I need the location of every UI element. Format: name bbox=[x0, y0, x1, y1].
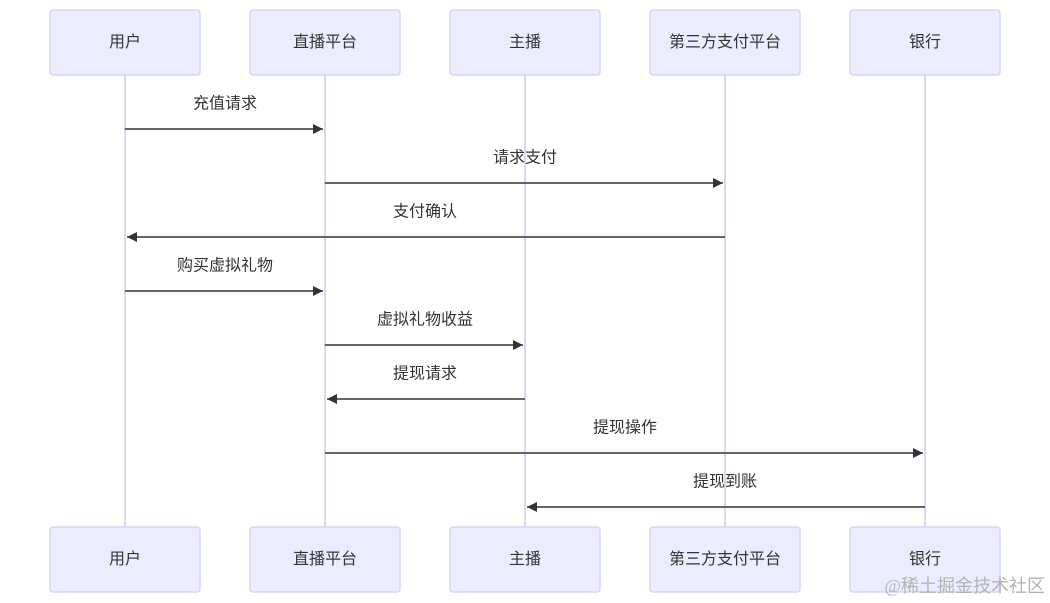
message: 支付确认 bbox=[127, 203, 725, 242]
lifelines bbox=[124, 75, 926, 527]
participant-rect bbox=[249, 9, 401, 76]
participant-rect bbox=[849, 526, 1001, 593]
message-label: 充值请求 bbox=[193, 95, 257, 113]
message: 虚拟礼物收益 bbox=[325, 311, 523, 350]
participant-label: 第三方支付平台 bbox=[669, 33, 781, 51]
participant-box-bottom: 主播 bbox=[449, 526, 601, 593]
participant-box-top: 主播 bbox=[449, 9, 601, 76]
participant-label: 第三方支付平台 bbox=[669, 550, 781, 568]
message: 请求支付 bbox=[325, 149, 723, 188]
message-label: 虚拟礼物收益 bbox=[377, 311, 473, 329]
participant-box-bottom: 直播平台 bbox=[249, 526, 401, 593]
message-label: 提现到账 bbox=[693, 473, 757, 491]
participant-rect bbox=[449, 526, 601, 593]
participant-box-bottom: 第三方支付平台 bbox=[649, 526, 801, 593]
participant-rect bbox=[849, 9, 1001, 76]
participant-rect bbox=[49, 9, 201, 76]
participant-rect bbox=[49, 526, 201, 593]
participant-box-bottom: 用户 bbox=[49, 526, 201, 593]
participant-rect bbox=[249, 526, 401, 593]
message-label: 请求支付 bbox=[493, 149, 557, 167]
participant-box-top: 直播平台 bbox=[249, 9, 401, 76]
participant-label: 银行 bbox=[909, 33, 941, 51]
participant-box-top: 银行 bbox=[849, 9, 1001, 76]
participant-label: 主播 bbox=[509, 33, 541, 51]
message-label: 提现请求 bbox=[393, 365, 457, 383]
message-label: 提现操作 bbox=[593, 419, 657, 437]
message: 提现操作 bbox=[325, 419, 923, 458]
participant-label: 直播平台 bbox=[293, 33, 357, 51]
participant-label: 用户 bbox=[109, 550, 141, 568]
participant-label: 用户 bbox=[109, 33, 141, 51]
participant-box-bottom: 银行 bbox=[849, 526, 1001, 593]
message-label: 支付确认 bbox=[393, 203, 457, 221]
message: 提现到账 bbox=[527, 473, 925, 512]
participant-box-top: 用户 bbox=[49, 9, 201, 76]
participant-rect bbox=[649, 9, 801, 76]
participants-bottom: 用户 直播平台 主播 第三方支付平台 银行 bbox=[49, 526, 1001, 593]
participant-label: 银行 bbox=[909, 550, 941, 568]
participant-label: 主播 bbox=[509, 550, 541, 568]
message-label: 购买虚拟礼物 bbox=[177, 257, 273, 275]
message: 购买虚拟礼物 bbox=[125, 257, 323, 296]
message: 充值请求 bbox=[125, 95, 323, 134]
participant-rect bbox=[649, 526, 801, 593]
participant-box-top: 第三方支付平台 bbox=[649, 9, 801, 76]
message: 提现请求 bbox=[327, 365, 525, 404]
participant-rect bbox=[449, 9, 601, 76]
participants-top: 用户 直播平台 主播 第三方支付平台 银行 bbox=[49, 9, 1001, 76]
watermark-text: @稀土掘金技术社区 bbox=[884, 576, 1045, 596]
participant-label: 直播平台 bbox=[293, 550, 357, 568]
